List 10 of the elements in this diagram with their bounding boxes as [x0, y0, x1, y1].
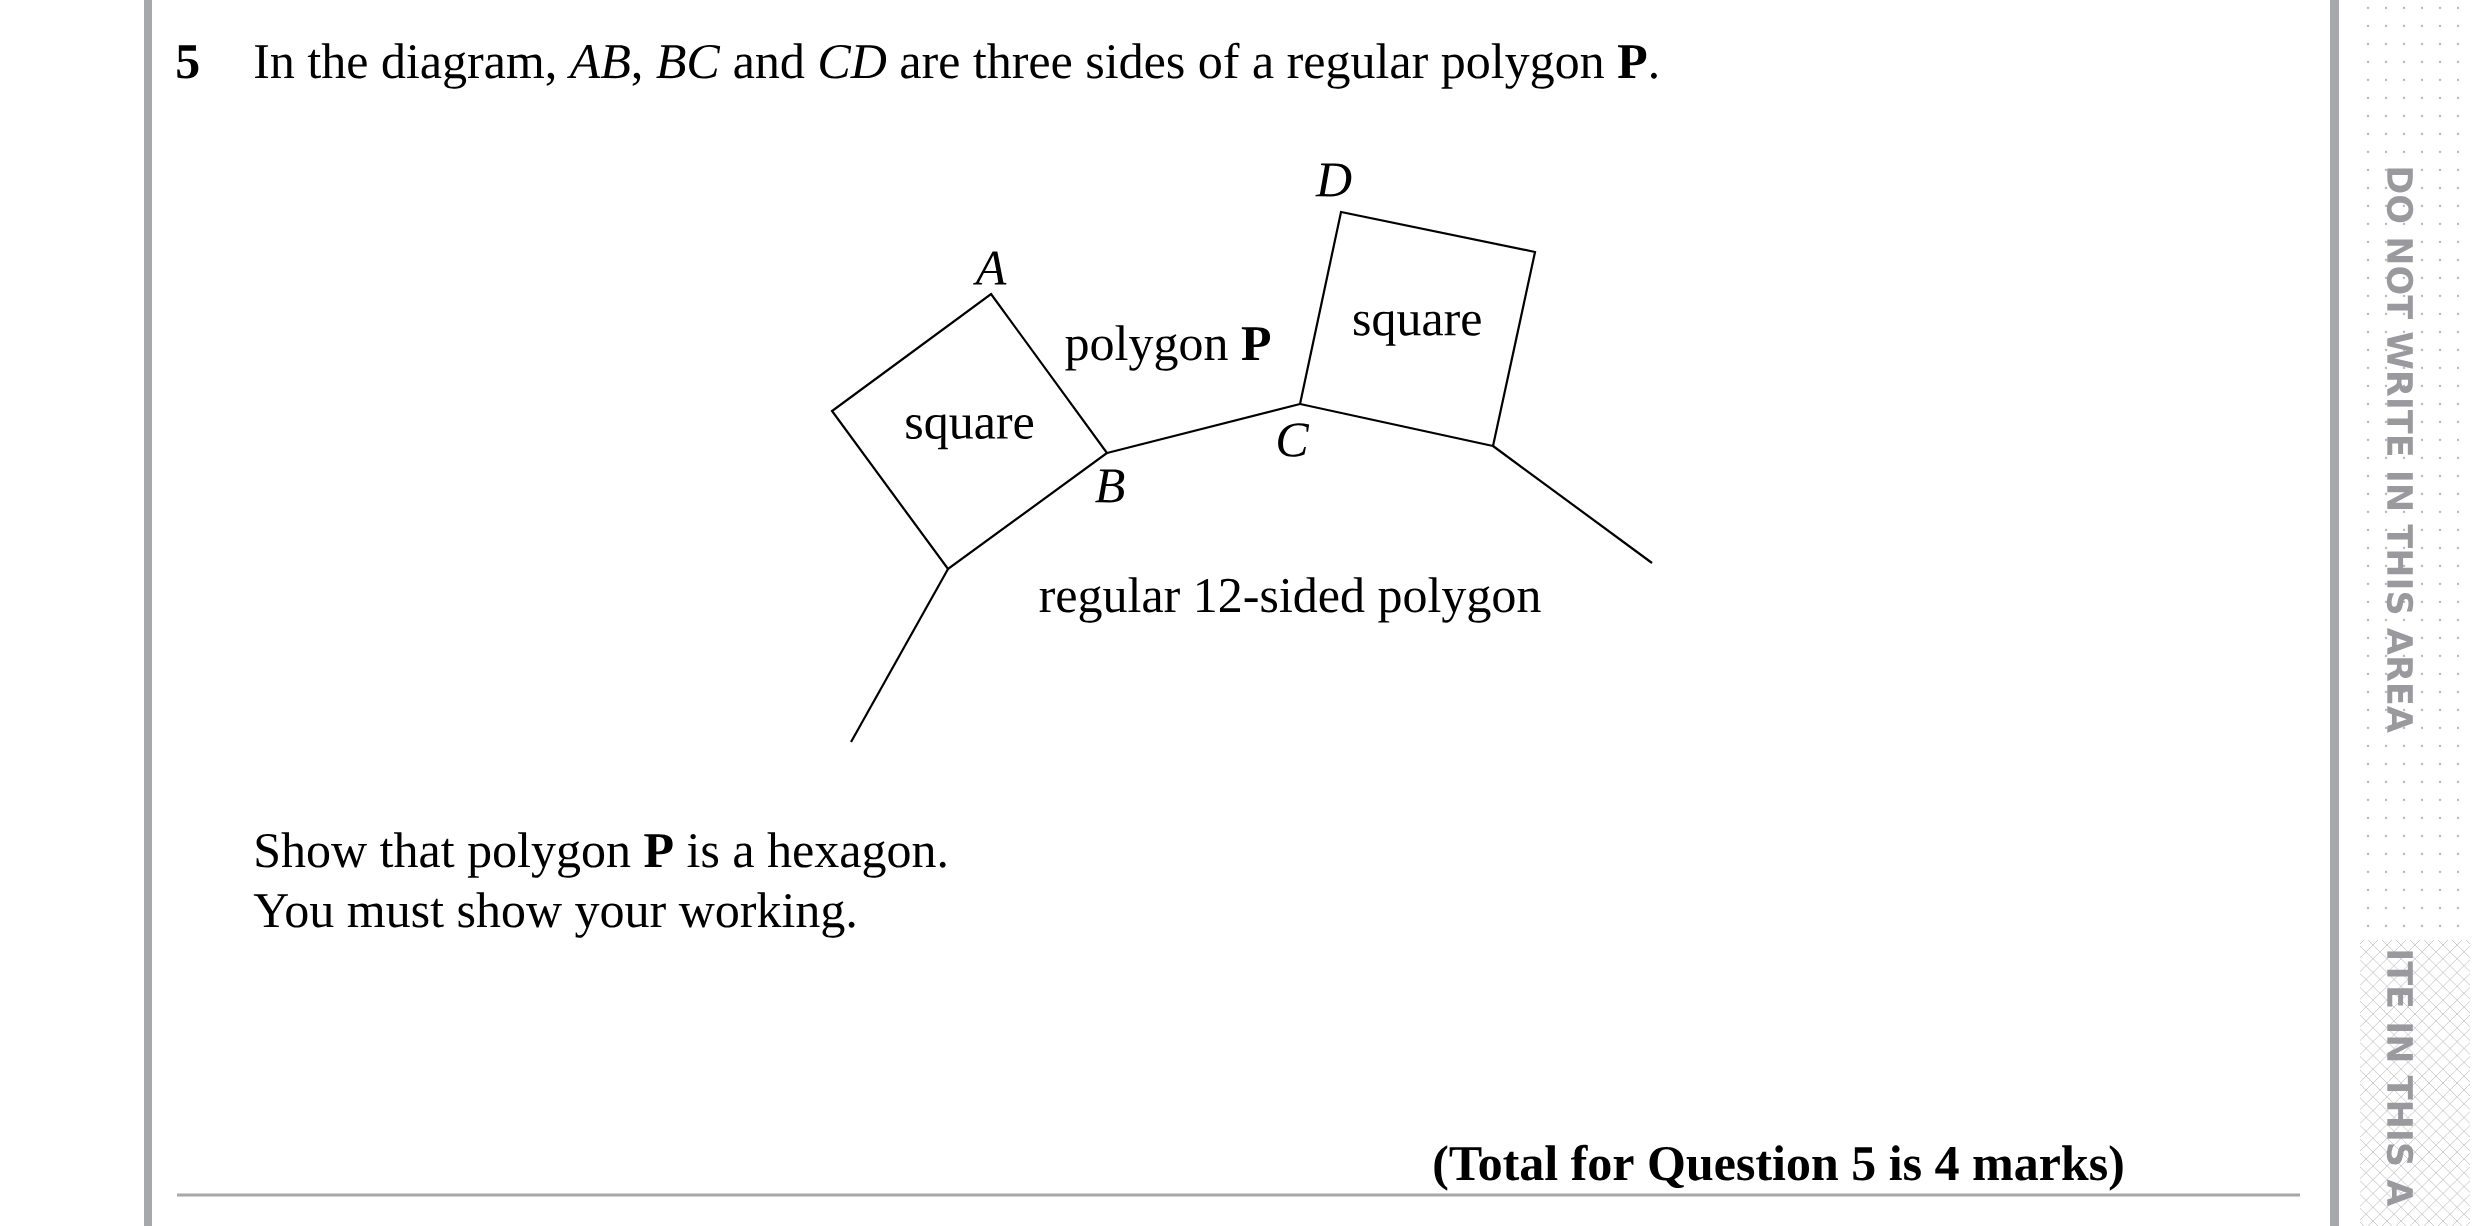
margin-warning: DO NOT WRITE IN THIS AREA [2386, 168, 2414, 733]
instruction-text: You must show your working. [253, 892, 855, 938]
region-label: polygon P [1065, 325, 1271, 371]
question-text: In the diagram, AB, BC and CD are three sides of a regular polygon P. [255, 42, 1657, 89]
region-label: regular 12-sided polygon [1039, 577, 1541, 623]
vertex-label: B [1095, 469, 1125, 503]
instruction-text: Show that polygon P is a hexagon. [256, 832, 946, 878]
margin-warning: ITE IN THIS A [2386, 951, 2414, 1207]
marks-total: (Total for Question 5 is 4 marks) [1434, 1144, 2123, 1191]
question-number: 5 [177, 45, 199, 79]
